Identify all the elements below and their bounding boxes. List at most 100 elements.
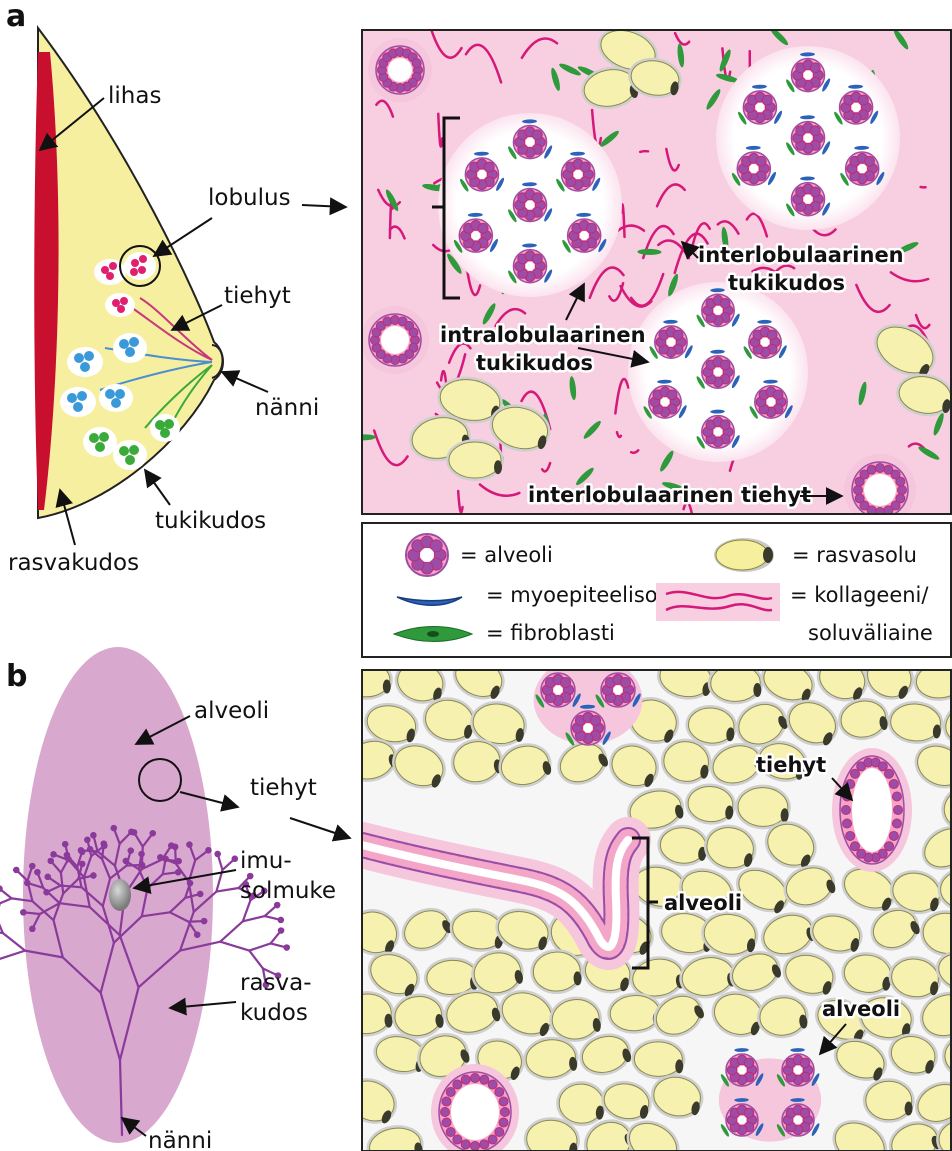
- alveolar-bud: [29, 863, 35, 869]
- label-lihas: lihas: [108, 83, 161, 109]
- label-intralobular-support-1: intralobulaarinen: [440, 323, 646, 347]
- alveolar-bud: [45, 874, 51, 880]
- fat-cell: [446, 439, 504, 481]
- alveolar-bud: [78, 847, 84, 853]
- legend-collagen-icon: [656, 583, 780, 621]
- legend-kollageeni-text-2: soluväliaine: [808, 621, 933, 645]
- duct-cross-section: [368, 38, 432, 102]
- alveolar-bud: [201, 918, 207, 924]
- label-imusolmuke-1: imu-: [240, 848, 292, 874]
- alveolar-bud: [34, 869, 40, 875]
- legend-alveolus-icon: [406, 534, 448, 576]
- duct-branch: [0, 914, 3, 933]
- alveolar-bud: [186, 841, 192, 847]
- panel-a-letter: a: [6, 0, 26, 34]
- label-tukikudos-a: tukikudos: [155, 508, 266, 534]
- alveolar-bud: [278, 917, 284, 923]
- alveolus-cell: [430, 540, 442, 552]
- alveolar-bud: [175, 869, 181, 875]
- alveolar-bud: [13, 867, 19, 873]
- alveolar-bud: [79, 861, 85, 867]
- fat-pad-detail-illustration: [338, 646, 952, 1151]
- alveolar-bud: [111, 825, 117, 831]
- alveolar-bud: [24, 880, 30, 886]
- label-tiehyt-b: tiehyt: [250, 775, 317, 801]
- duct-cross-section: [844, 454, 916, 526]
- label-rasvakudos-a: rasvakudos: [8, 550, 139, 576]
- legend-myoepiteelisolu-text: = myoepiteelisolu: [486, 583, 677, 607]
- alveolar-bud: [138, 851, 144, 857]
- alveolar-bud: [90, 872, 96, 878]
- alveolar-bud: [84, 837, 90, 843]
- duct-cross-section: [361, 306, 429, 374]
- duct-branch: [220, 942, 249, 951]
- lobule: [628, 282, 808, 462]
- panel-b-letter: b: [6, 659, 27, 694]
- alveolar-bud: [20, 909, 26, 915]
- label-alveoli-detail-b-2: alveoli: [822, 997, 900, 1021]
- duct-cross-section: [832, 748, 912, 872]
- alveolar-bud: [172, 844, 178, 850]
- arrow-nanni-a: [222, 372, 268, 392]
- alveolar-bud: [29, 926, 35, 932]
- legend-kollageeni-text-1: = kollageeni/: [790, 583, 929, 607]
- alveolar-bud: [43, 889, 49, 895]
- label-alveoli-detail-b-1: alveoli: [664, 891, 742, 915]
- arrow-lobulus-detail: [302, 205, 346, 207]
- alveolar-bud: [87, 846, 93, 852]
- alveolar-bud: [101, 842, 107, 848]
- alveolar-bud: [175, 858, 181, 864]
- alveolar-cluster: [719, 1048, 821, 1142]
- label-tiehyt-detail-b: tiehyt: [756, 753, 826, 777]
- legend-fat-cell-icon: [714, 538, 774, 572]
- alveolar-bud: [90, 832, 96, 838]
- alveolar-bud: [128, 847, 134, 853]
- alveolar-bud: [187, 880, 193, 886]
- label-imusolmuke-2: solmuke: [240, 878, 336, 904]
- label-alveoli-b: alveoli: [194, 698, 269, 724]
- alveolar-bud: [205, 847, 211, 853]
- alveolar-bud: [131, 829, 137, 835]
- label-interlobular-support-1: interlobulaarinen: [698, 243, 904, 267]
- label-rasvakudos-b-1: rasva-: [240, 970, 312, 996]
- duct-branch: [3, 933, 25, 951]
- collagen-fiber: [640, 151, 648, 152]
- duct-branch: [249, 951, 263, 969]
- alveolar-bud: [150, 830, 156, 836]
- duct-branch: [243, 916, 265, 921]
- alveolar-bud: [62, 841, 68, 847]
- alveolar-bud: [197, 891, 203, 897]
- alveolar-bud: [48, 858, 54, 864]
- alveolar-bud: [64, 852, 70, 858]
- legend-alveoli-text: = alveoli: [460, 543, 553, 567]
- label-interlobular-duct: interlobulaarinen tiehyt: [528, 483, 811, 507]
- alveolar-bud: [123, 858, 129, 864]
- lobule: [716, 46, 900, 230]
- label-intralobular-support-2: tukikudos: [476, 351, 593, 375]
- label-nanni-a: nänni: [255, 395, 319, 421]
- alveolar-bud: [214, 851, 220, 857]
- legend: = alveoli = rasvasolu = myoepiteelisolu …: [362, 523, 951, 657]
- alveolar-bud: [157, 854, 163, 860]
- arrow-tiehyt-detail: [290, 818, 350, 838]
- legend-fibroblasti-text: = fibroblasti: [486, 621, 615, 645]
- alveolar-bud: [50, 851, 56, 857]
- legend-rasvasolu-text: = rasvasolu: [792, 543, 917, 567]
- arrow-tukikudos-a: [145, 470, 170, 505]
- label-nanni-b: nänni: [148, 1128, 212, 1151]
- duct-branch: [0, 951, 25, 960]
- lobule-detail-illustration: [352, 19, 952, 529]
- label-rasvakudos-b-2: kudos: [240, 1000, 308, 1026]
- duct-branch: [249, 943, 270, 950]
- label-interlobular-support-2: tukikudos: [728, 271, 845, 295]
- fat-cell: [340, 660, 393, 700]
- label-lobulus: lobulus: [208, 185, 291, 211]
- duct-branch: [0, 898, 12, 904]
- alveolar-bud: [284, 944, 290, 950]
- alveolar-bud: [139, 862, 145, 868]
- lymph-node: [109, 879, 131, 911]
- duct-branch: [216, 888, 238, 892]
- alveolar-bud: [194, 931, 200, 937]
- alveolar-bud: [278, 927, 284, 933]
- label-tiehyt-a: tiehyt: [224, 283, 291, 309]
